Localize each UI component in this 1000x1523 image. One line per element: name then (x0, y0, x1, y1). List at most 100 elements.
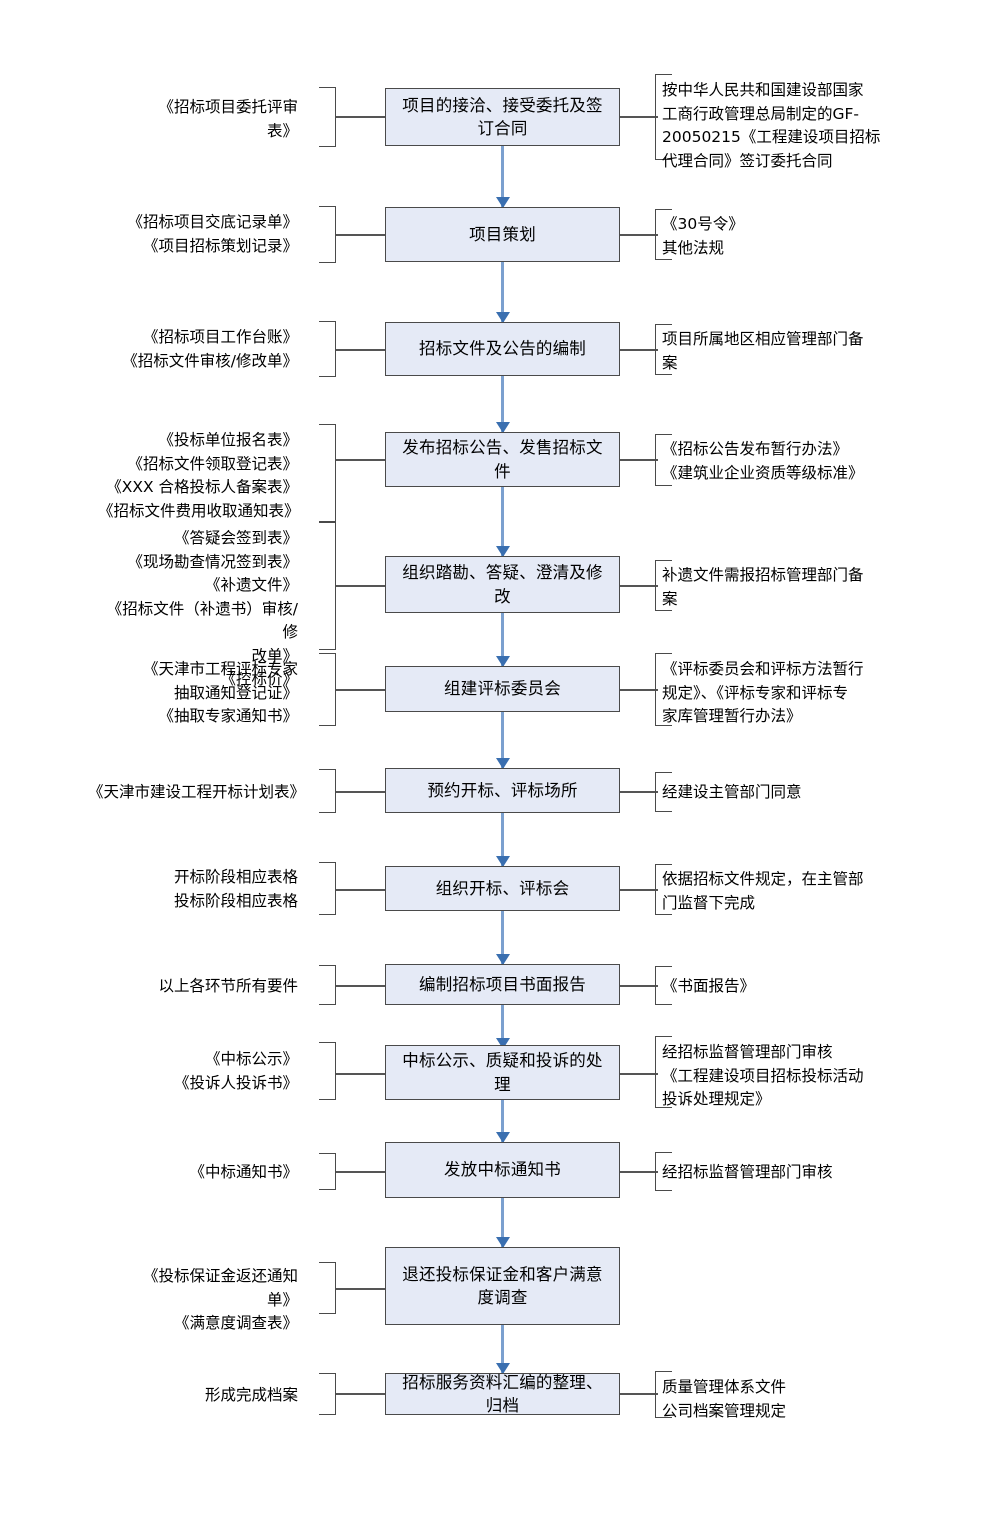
process-box-step-2[interactable]: 项目策划 (385, 207, 620, 262)
note-label-step-7: 经建设主管部门同意 (662, 783, 802, 801)
note-leader-step-9 (620, 985, 658, 987)
input-bracket-step-5 (300, 521, 336, 651)
note-leader-step-13 (620, 1393, 658, 1395)
note-leader-step-7 (620, 791, 658, 793)
note-label-step-2: 《30号令》 其他法规 (662, 215, 744, 257)
flow-arrow-1-to-2 (501, 146, 504, 207)
flow-arrow-8-to-9 (501, 911, 504, 964)
flow-arrow-5-to-6 (501, 613, 504, 666)
note-label-step-4: 《招标公告发布暂行办法》 《建筑业企业资质等级标准》 (662, 440, 864, 482)
note-bracket-step-5 (655, 559, 689, 612)
input-label-step-1: 《招标项目委托评审 表》 (158, 98, 298, 140)
note-bracket-step-1 (655, 73, 689, 161)
note-leader-step-8 (620, 889, 658, 891)
input-label-step-8: 开标阶段相应表格 投标阶段相应表格 (173, 868, 298, 910)
input-leader-step-12 (336, 1288, 385, 1290)
input-bracket-step-8 (300, 861, 336, 916)
input-bracket-step-12 (300, 1261, 336, 1315)
input-bracket-step-13 (300, 1372, 336, 1416)
input-label-step-12: 《投标保证金返还通知单》 《满意度调查表》 (142, 1267, 298, 1333)
input-leader-step-3 (336, 349, 385, 351)
note-bracket-step-2 (655, 208, 689, 261)
input-label-step-13: 形成完成档案 (204, 1386, 298, 1404)
input-label-step-7: 《天津市建设工程开标计划表》 (88, 783, 306, 801)
process-box-step-5[interactable]: 组织踏勘、答疑、澄清及修改 (385, 556, 620, 613)
process-box-step-9[interactable]: 编制招标项目书面报告 (385, 964, 620, 1005)
note-bracket-step-9 (655, 965, 689, 1006)
note-bracket-step-13 (655, 1370, 689, 1419)
process-box-step-8[interactable]: 组织开标、评标会 (385, 866, 620, 911)
process-box-step-10[interactable]: 中标公示、质疑和投诉的处理 (385, 1045, 620, 1100)
note-bracket-step-3 (655, 323, 689, 376)
note-bracket-step-8 (655, 863, 689, 916)
process-box-step-3[interactable]: 招标文件及公告的编制 (385, 322, 620, 376)
note-leader-step-1 (620, 116, 658, 118)
input-leader-step-9 (336, 985, 385, 987)
flow-arrow-7-to-8 (501, 813, 504, 866)
input-label-step-2: 《招标项目交底记录单》 《项目招标策划记录》 (127, 213, 298, 255)
input-leader-step-1 (336, 116, 385, 118)
process-box-step-12[interactable]: 退还投标保证金和客户满意度调查 (385, 1247, 620, 1325)
process-box-step-11[interactable]: 发放中标通知书 (385, 1142, 620, 1198)
process-box-step-4[interactable]: 发布招标公告、发售招标文件 (385, 432, 620, 487)
input-label-step-5: 《答疑会签到表》 《现场勘查情况签到表》 《补遗文件》 《招标文件（补遗书）审核… (106, 529, 298, 689)
note-leader-step-6 (620, 689, 658, 691)
note-label-step-11: 经招标监督管理部门审核 (662, 1163, 833, 1181)
input-leader-step-10 (336, 1073, 385, 1075)
input-leader-step-6 (336, 689, 385, 691)
note-leader-step-4 (620, 459, 658, 461)
input-label-step-10: 《中标公示》 《投诉人投诉书》 (173, 1050, 298, 1092)
input-label-step-11: 《中标通知书》 (189, 1163, 298, 1181)
input-leader-step-5 (336, 585, 385, 587)
process-box-step-13[interactable]: 招标服务资料汇编的整理、归档 (385, 1373, 620, 1415)
note-label-step-6: 《评标委员会和评标方法暂行 规定》、《评标专家和评标专 家库管理暂行办法》 (662, 660, 864, 726)
note-leader-step-5 (620, 585, 658, 587)
note-label-step-10: 经招标监督管理部门审核 《工程建设项目招标投标活动 投诉处理规定》 (662, 1043, 864, 1109)
input-label-step-9: 以上各环节所有要件 (158, 977, 298, 995)
input-label-step-6: 《天津市工程评标专家 抽取通知登记证》 《抽取专家通知书》 (142, 660, 298, 726)
note-label-step-5: 补遗文件需报招标管理部门备 案 (662, 566, 864, 608)
flow-arrow-4-to-5 (501, 487, 504, 556)
flow-arrow-9-to-10 (501, 1005, 504, 1048)
input-bracket-step-6 (300, 652, 336, 727)
note-bracket-step-6 (655, 652, 689, 727)
note-leader-step-10 (620, 1073, 658, 1075)
input-bracket-step-3 (300, 320, 336, 378)
process-box-step-6[interactable]: 组建评标委员会 (385, 666, 620, 712)
input-leader-step-8 (336, 889, 385, 891)
note-label-step-3: 项目所属地区相应管理部门备 案 (662, 330, 864, 372)
note-bracket-step-4 (655, 433, 689, 487)
input-bracket-step-7 (300, 768, 336, 814)
input-leader-step-13 (336, 1393, 385, 1395)
input-label-step-3: 《招标项目工作台账》 《招标文件审核/修改单》 (122, 328, 298, 370)
note-leader-step-2 (620, 234, 658, 236)
flow-arrow-12-to-13 (501, 1325, 504, 1373)
input-leader-step-7 (336, 791, 385, 793)
input-leader-step-4 (336, 459, 385, 461)
process-box-step-1[interactable]: 项目的接洽、接受委托及签订合同 (385, 88, 620, 146)
note-label-step-1: 按中华人民共和国建设部国家 工商行政管理总局制定的GF- 20050215《工程… (662, 81, 881, 170)
flow-arrow-11-to-12 (501, 1198, 504, 1247)
input-bracket-step-10 (300, 1041, 336, 1101)
input-label-step-4: 《投标单位报名表》 《招标文件领取登记表》 《XXX 合格投标人备案表》 《招标… (98, 431, 300, 520)
note-leader-step-11 (620, 1171, 658, 1173)
note-bracket-step-7 (655, 771, 689, 813)
process-box-step-7[interactable]: 预约开标、评标场所 (385, 768, 620, 813)
input-bracket-step-2 (300, 205, 336, 264)
input-leader-step-2 (336, 234, 385, 236)
input-bracket-step-11 (300, 1152, 336, 1191)
flow-arrow-3-to-4 (501, 376, 504, 432)
input-bracket-step-1 (300, 86, 336, 148)
note-bracket-step-11 (655, 1151, 689, 1192)
input-bracket-step-4 (300, 423, 336, 523)
note-label-step-8: 依据招标文件规定，在主管部 门监督下完成 (662, 870, 864, 912)
flow-arrow-2-to-3 (501, 262, 504, 322)
input-bracket-step-9 (300, 964, 336, 1006)
note-leader-step-3 (620, 349, 658, 351)
input-leader-step-11 (336, 1171, 385, 1173)
note-label-step-13: 质量管理体系文件 公司档案管理规定 (662, 1378, 787, 1420)
note-label-step-9: 《书面报告》 (662, 977, 756, 995)
note-bracket-step-10 (655, 1035, 689, 1109)
flow-arrow-10-to-11 (501, 1100, 504, 1142)
